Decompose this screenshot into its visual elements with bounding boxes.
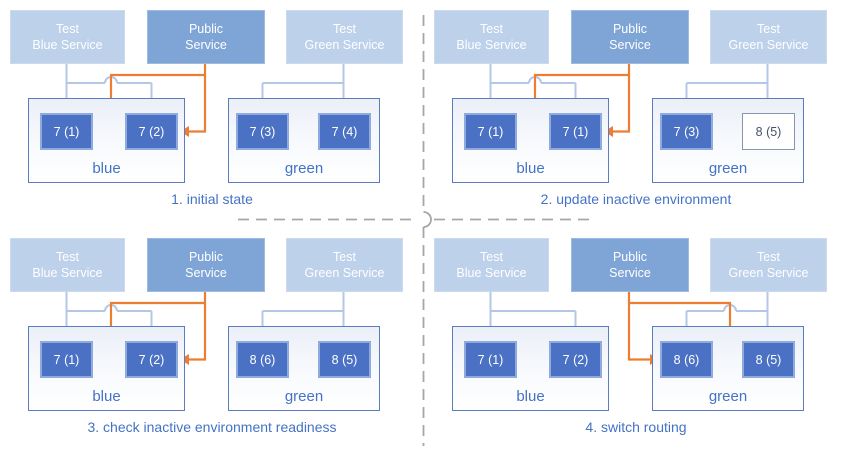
environment-label: green: [284, 160, 324, 177]
pod: 7 (1): [464, 113, 517, 150]
test-blue-service-box: Test Blue Service: [434, 10, 549, 64]
pod: 8 (5): [742, 113, 795, 150]
test-blue-service-box: Test Blue Service: [10, 238, 125, 292]
public-service-box: Public Service: [147, 10, 265, 64]
pod: 7 (2): [125, 341, 178, 378]
panel-caption: 4. switch routing: [585, 419, 687, 435]
public-service-box: Public Service: [571, 238, 689, 292]
environment-label: blue: [92, 160, 121, 177]
pod: 7 (1): [464, 341, 517, 378]
public-route-line: [189, 62, 207, 133]
environment-label: green: [708, 388, 748, 405]
pod: 7 (1): [40, 113, 93, 150]
pod: 7 (3): [236, 113, 289, 150]
environment-label: blue: [516, 388, 545, 405]
panel-caption: 3. check inactive environment readiness: [87, 419, 337, 435]
public-route-line: [189, 290, 207, 361]
environment-label: green: [708, 160, 748, 177]
pod: 7 (3): [660, 113, 713, 150]
environment-label: green: [284, 388, 324, 405]
pod: 7 (1): [40, 341, 93, 378]
panel-caption: 1. initial state: [171, 191, 253, 207]
panel-check-readiness: Test Blue Service Public Service Test Gr…: [0, 228, 424, 456]
panel-caption: 2. update inactive environment: [540, 191, 732, 207]
public-service-box: Public Service: [571, 10, 689, 64]
pod: 7 (2): [125, 113, 178, 150]
public-route-line: [613, 62, 631, 133]
environment-label: blue: [92, 388, 121, 405]
pod: 8 (5): [742, 341, 795, 378]
test-green-service-box: Test Green Service: [286, 238, 403, 292]
pod: 8 (6): [236, 341, 289, 378]
test-green-service-box: Test Green Service: [710, 10, 827, 64]
panel-switch-routing: Test Blue Service Public Service Test Gr…: [424, 228, 848, 456]
pod: 8 (6): [660, 341, 713, 378]
pod: 7 (2): [549, 341, 602, 378]
public-service-box: Public Service: [147, 238, 265, 292]
pod: 8 (5): [318, 341, 371, 378]
panel-initial-state: Test Blue Service Public Service Test Gr…: [0, 0, 424, 228]
panel-update-inactive: Test Blue Service Public Service Test Gr…: [424, 0, 848, 228]
pod: 7 (1): [549, 113, 602, 150]
pod: 7 (4): [318, 113, 371, 150]
test-blue-service-box: Test Blue Service: [434, 238, 549, 292]
test-green-service-box: Test Green Service: [710, 238, 827, 292]
environment-label: blue: [516, 160, 545, 177]
test-blue-service-box: Test Blue Service: [10, 10, 125, 64]
test-green-service-box: Test Green Service: [286, 10, 403, 64]
public-route-line: [627, 290, 650, 361]
